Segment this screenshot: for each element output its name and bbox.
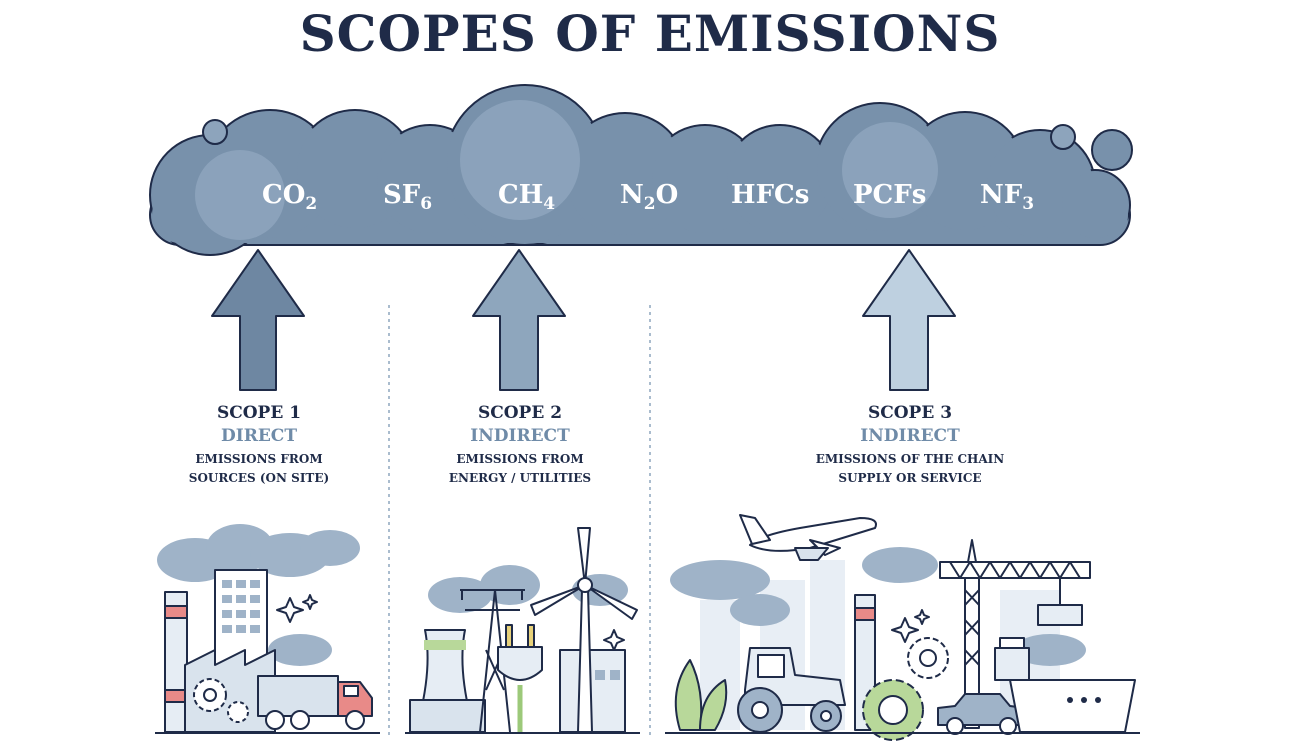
gas-label-sf6: SF6 bbox=[383, 180, 433, 214]
scope1-label: SCOPE 1 DIRECT EMISSIONS FROM SOURCES (O… bbox=[159, 401, 359, 488]
power-plant-base bbox=[409, 699, 486, 733]
gas-label-co2: CO2 bbox=[262, 180, 318, 214]
tractor-icon bbox=[737, 647, 846, 733]
scope2-illustration bbox=[405, 527, 640, 734]
airplane-icon bbox=[739, 514, 877, 561]
truck-icon bbox=[257, 675, 339, 717]
sparkle-icon bbox=[914, 609, 930, 625]
scope1-desc-line2: SOURCES (ON SITE) bbox=[188, 471, 330, 485]
scope3-type: INDIRECT bbox=[860, 426, 960, 446]
gas-label-ch4: CH4 bbox=[498, 180, 556, 214]
gas-label-hfcs: HFCs bbox=[731, 180, 810, 210]
scope1-type: DIRECT bbox=[221, 426, 297, 446]
ship-icon bbox=[994, 637, 1136, 733]
gas-label-nf3: NF3 bbox=[980, 180, 1035, 214]
page-title: SCOPES OF EMISSIONS bbox=[299, 4, 1001, 63]
smoke-cloud bbox=[670, 547, 1086, 666]
power-pylon-icon bbox=[460, 589, 525, 733]
scope2-arrow bbox=[472, 249, 566, 391]
gas-label-pcfs: PCFs bbox=[853, 180, 927, 210]
scope3-label: SCOPE 3 INDIRECT EMISSIONS OF THE CHAIN … bbox=[780, 401, 1040, 488]
scope3-illustration bbox=[665, 514, 1140, 741]
scope2-heading: SCOPE 2 bbox=[477, 403, 563, 423]
gas-label-n2o: N2O bbox=[620, 180, 679, 214]
scope2-desc-line1: EMISSIONS FROM bbox=[456, 452, 584, 466]
scope3-desc-line1: EMISSIONS OF THE CHAIN bbox=[815, 452, 1005, 466]
scope1-illustration bbox=[155, 524, 380, 734]
cloud-bubble bbox=[1091, 129, 1133, 171]
plant-icon bbox=[674, 659, 703, 731]
scope3-arrow bbox=[862, 249, 956, 391]
car-icon bbox=[937, 693, 1026, 735]
scope1-desc-line1: EMISSIONS FROM bbox=[195, 452, 323, 466]
scope2-desc-line2: ENERGY / UTILITIES bbox=[448, 471, 592, 485]
cloud-bubble bbox=[202, 119, 228, 145]
sparkle-icon bbox=[302, 594, 318, 610]
scope1-arrow bbox=[211, 249, 305, 391]
scope3-heading: SCOPE 3 bbox=[867, 403, 953, 423]
smoke-cloud bbox=[428, 565, 628, 613]
sparkle-icon bbox=[891, 617, 919, 643]
sparkle-icon bbox=[603, 629, 625, 651]
crane-icon bbox=[939, 539, 1091, 729]
scope2-type: INDIRECT bbox=[470, 426, 570, 446]
gear-icon bbox=[227, 701, 249, 723]
smoke-cloud bbox=[157, 524, 360, 666]
scope2-label: SCOPE 2 INDIRECT EMISSIONS FROM ENERGY /… bbox=[410, 401, 630, 488]
sparkle-icon bbox=[276, 597, 304, 623]
wind-turbine-icon bbox=[530, 527, 638, 733]
cloud-bubble bbox=[1050, 124, 1076, 150]
scope1-heading: SCOPE 1 bbox=[216, 403, 302, 423]
cooling-tower-icon bbox=[419, 629, 471, 716]
plug-icon bbox=[497, 624, 543, 732]
scope3-desc-line2: SUPPLY OR SERVICE bbox=[838, 471, 982, 485]
